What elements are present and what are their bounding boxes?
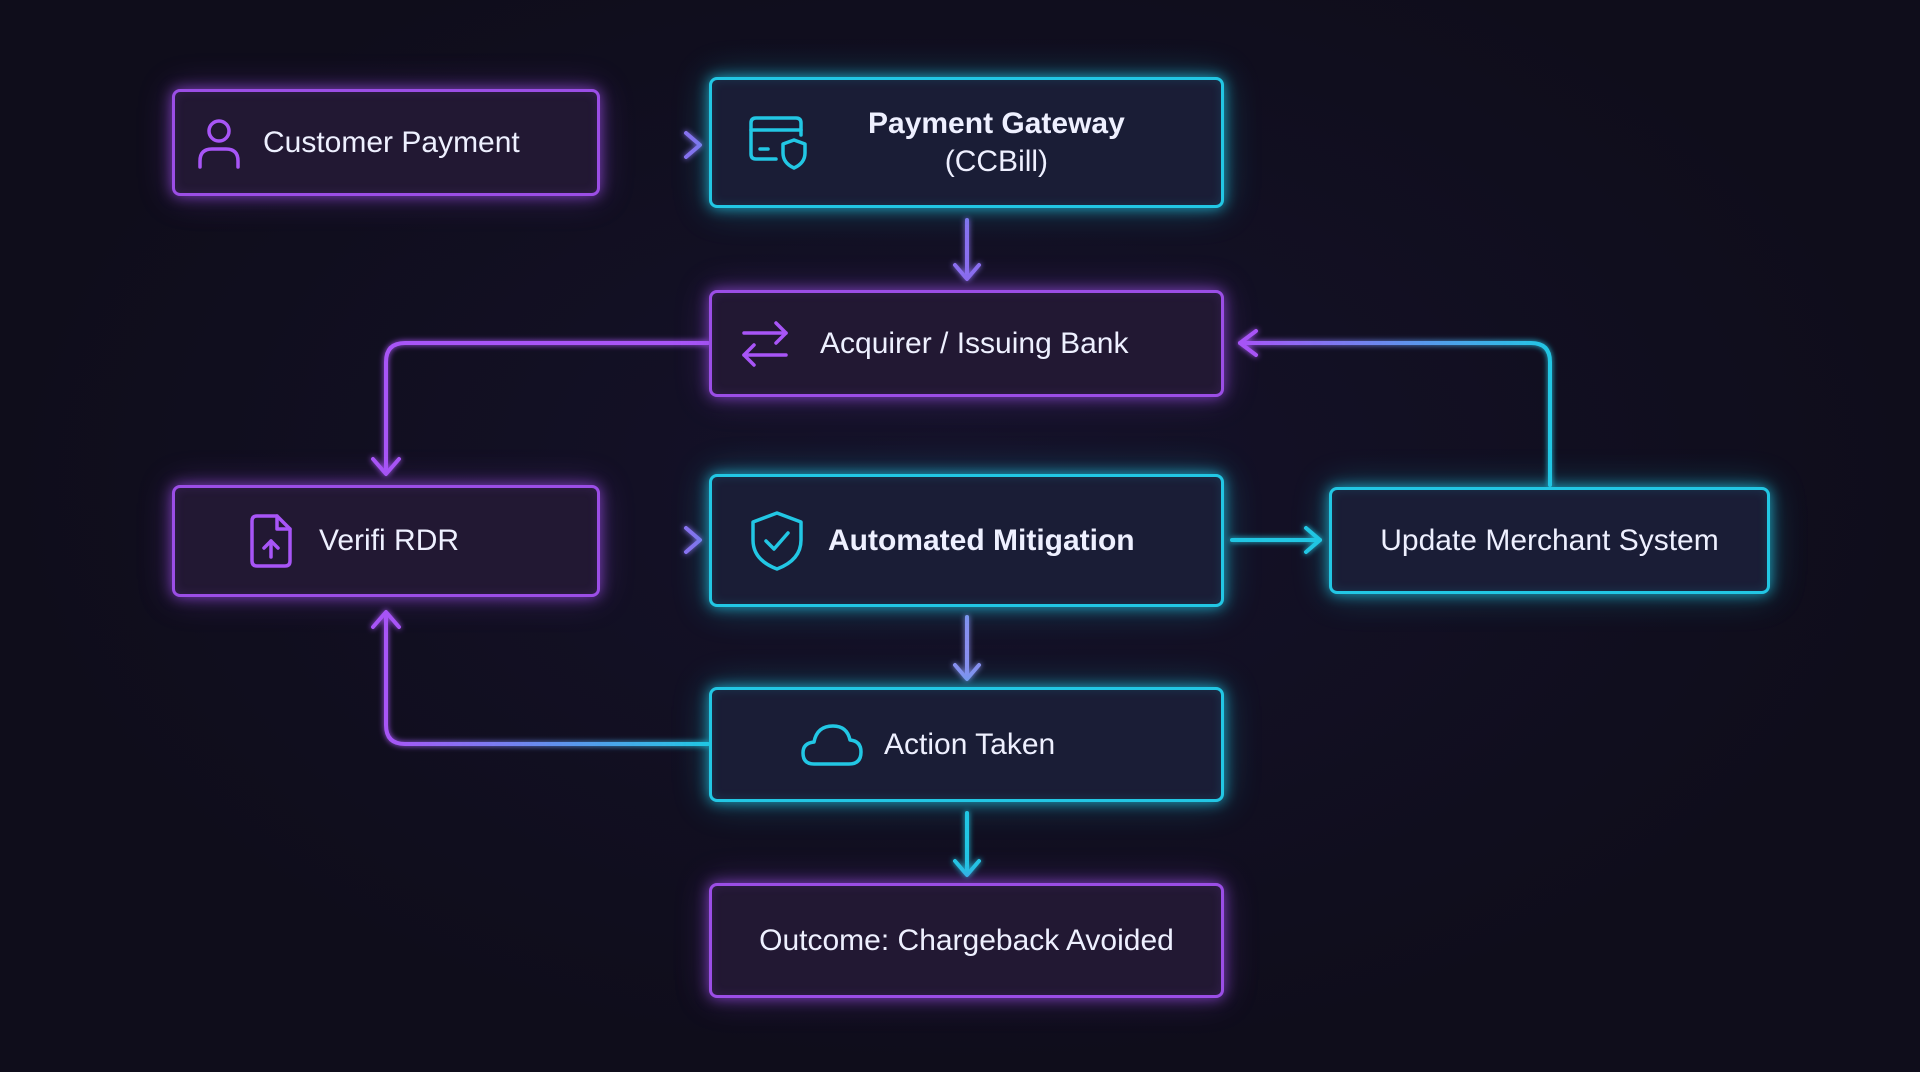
node-acquirer-bank: Acquirer / Issuing Bank [709,290,1224,397]
cloud-icon [800,723,864,767]
user-icon [197,117,241,169]
node-label: Outcome: Chargeback Avoided [759,923,1174,957]
node-label: Automated Mitigation [828,523,1135,557]
arrow-bank-to-verifi [371,341,710,476]
node-verifi-rdr: Verifi RDR [172,485,600,597]
arrow-gateway-to-bank [953,218,981,281]
arrow-customer-to-gateway [598,131,702,159]
transfer-arrows-icon [740,319,790,369]
arrow-action-to-verifi [371,610,710,746]
arrow-mitigation-to-merchant [1230,526,1322,554]
node-customer-payment: Customer Payment [172,89,600,196]
node-payment-gateway: Payment Gateway (CCBill) [709,77,1224,208]
node-label: Customer Payment [263,125,520,159]
node-label: Verifi RDR [319,524,460,557]
node-action-taken: Action Taken [709,687,1224,802]
node-title: Payment Gateway [868,106,1125,140]
arrow-mitigation-to-action [953,615,981,681]
arrow-verifi-to-mitigation [601,526,702,554]
node-label: Update Merchant System [1380,523,1719,557]
node-subtitle: (CCBill) [944,144,1049,178]
node-label: Acquirer / Issuing Bank [820,326,1129,360]
node-outcome: Outcome: Chargeback Avoided [709,883,1224,998]
shield-check-icon [750,510,804,572]
arrow-action-to-outcome [953,811,981,877]
card-shield-icon [748,115,808,171]
document-upload-icon [249,513,293,569]
node-label: Action Taken [884,727,1056,761]
node-automated-mitigation: Automated Mitigation [709,474,1224,607]
node-update-merchant: Update Merchant System [1329,487,1770,594]
arrow-merchant-to-bank [1238,329,1552,487]
